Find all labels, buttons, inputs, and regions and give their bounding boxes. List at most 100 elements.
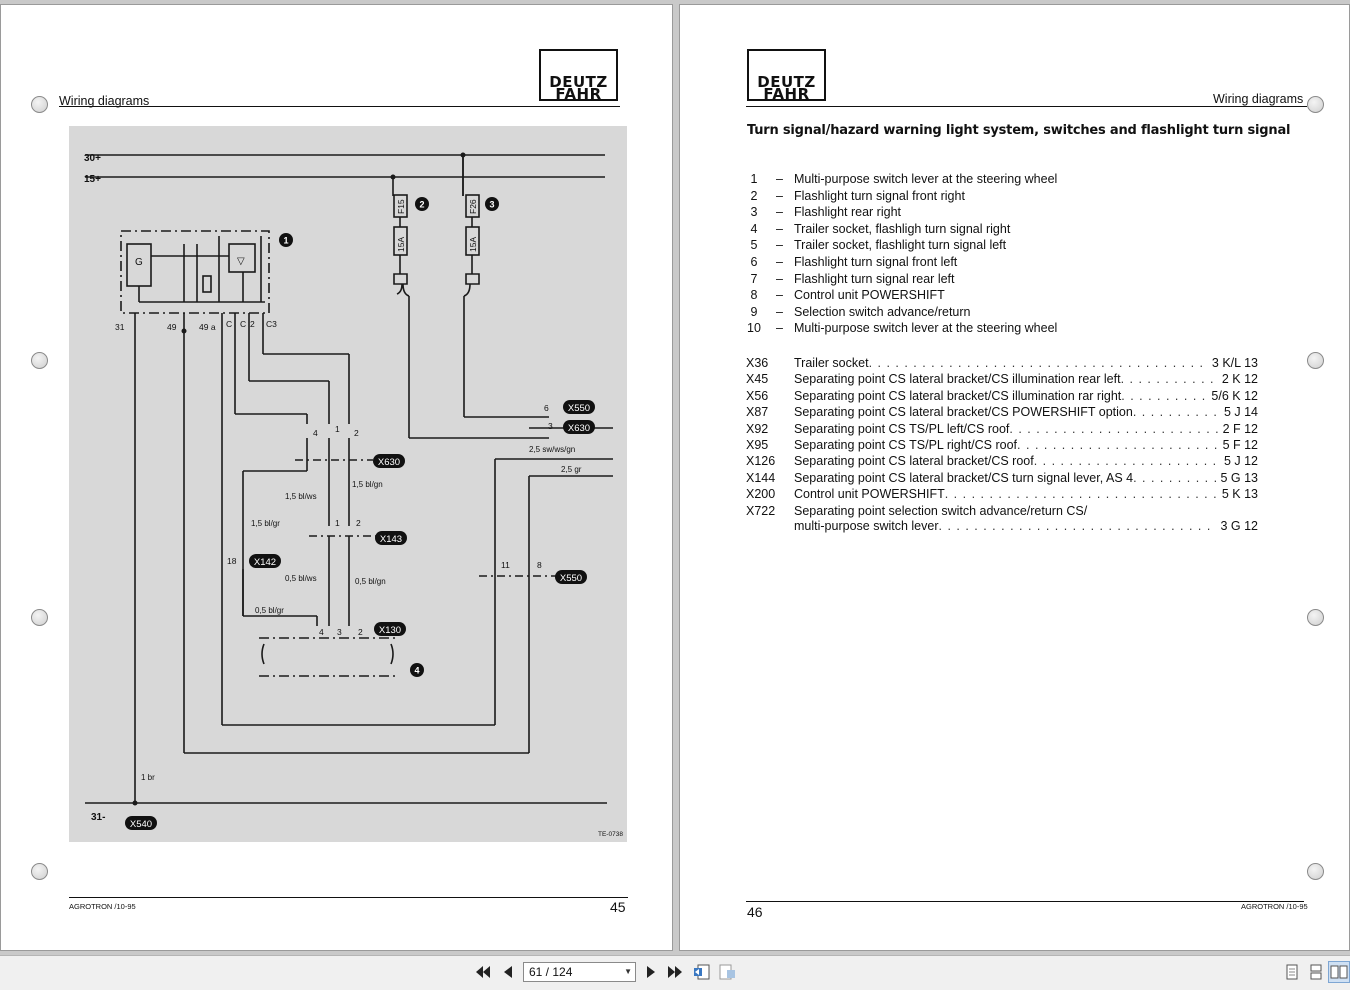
wire-label: 1,5 bl/ws: [285, 492, 317, 501]
section-title: Turn signal/hazard warning light system,…: [747, 123, 1291, 138]
prev-page-icon[interactable]: [497, 961, 519, 983]
connector-reference: 2 F 12: [1222, 421, 1258, 436]
pin-label: 4: [313, 428, 318, 438]
connector-reference: 3 G 12: [1220, 518, 1258, 533]
legend-item: 2–Flashlight turn signal front right: [744, 189, 1264, 205]
legend-number: 2: [750, 188, 758, 203]
connector-badge-label: X130: [379, 625, 401, 636]
rail-label-15: 15+: [84, 174, 101, 185]
punch-hole-icon: [1307, 609, 1324, 626]
legend-item: 1–Multi-purpose switch lever at the stee…: [744, 172, 1264, 188]
connector-badge-label: X630: [378, 457, 400, 468]
legend-dash: –: [776, 304, 783, 319]
connector-badge-label: X550: [560, 573, 582, 584]
diode-mark: ▽: [237, 256, 245, 267]
rail-label-31: 31-: [91, 812, 105, 823]
page-header: Wiring diagrams: [1213, 92, 1304, 106]
connector-code: X56: [746, 388, 769, 403]
wire-label: 0,5 bl/ws: [285, 574, 317, 583]
legend-item: 10–Multi-purpose switch lever at the ste…: [744, 321, 1264, 337]
connector-badge-label: X550: [568, 403, 590, 414]
deutz-fahr-logo: DEUTZ FAHR: [539, 49, 618, 102]
callout-marker: [415, 197, 429, 211]
relay-terminal-label: C3: [266, 319, 277, 329]
connector-description: Control unit POWERSHIFT: [794, 487, 945, 502]
dot-leader: . . . . . . . . . . . . . . . . . . . . …: [1033, 454, 1220, 469]
wire-label: 2,5 gr: [561, 465, 582, 474]
dot-leader: . . . . . . . . . . . . . . . . . . . . …: [1132, 405, 1220, 420]
legend-text: Flashlight turn signal front left: [794, 255, 958, 269]
header-rule: [59, 106, 620, 107]
right-page: DEUTZ FAHR Wiring diagrams Turn signal/h…: [679, 4, 1350, 951]
pin-label: 2: [354, 428, 359, 438]
continuous-icon[interactable]: [1305, 961, 1327, 983]
wire-label: 0,5 bl/gr: [255, 606, 284, 615]
connector-description: multi-purpose switch lever: [794, 518, 939, 533]
dot-leader: . . . . . . . . . . . . . . . . . . . . …: [1017, 438, 1219, 452]
next-page-icon[interactable]: [640, 961, 662, 983]
connector-badge-label: X540: [130, 819, 152, 830]
dot-leader: . . . . . . . . . . . . . . . . . . . . …: [944, 487, 1218, 502]
connector-row-continued: multi-purpose switch lever . . . . . . .…: [746, 519, 1258, 535]
legend-number: 5: [750, 238, 758, 253]
punch-hole-icon: [31, 609, 48, 626]
dot-leader: . . . . . . . . . . . . . . . . . . . . …: [938, 518, 1217, 533]
previous-view-icon[interactable]: [691, 961, 713, 983]
page-number-field[interactable]: 61 / 124 ▼: [523, 962, 636, 982]
connector-badge: [249, 554, 281, 568]
legend-text: Selection switch advance/return: [794, 304, 971, 319]
legend-item: 7–Flashlight turn signal rear left: [744, 272, 1264, 288]
wire-label: 2,5 sw/ws/gn: [529, 445, 575, 454]
connector-badge: [563, 420, 595, 434]
legend-item: 9 –Selection switch advance/return: [744, 305, 1264, 321]
drawing-reference: TE-0738: [598, 831, 623, 838]
connector-badge: [373, 454, 405, 468]
connector-row: X56 Separating point CS lateral bracket/C…: [746, 389, 1258, 405]
viewer-toolbar: 61 / 124 ▼: [0, 955, 1350, 990]
fuse-rating: 15A: [468, 237, 478, 252]
last-page-icon[interactable]: [664, 961, 686, 983]
pin-label: 11: [501, 560, 510, 570]
legend-text: Multi-purpose switch lever at the steeri…: [794, 172, 1058, 186]
connector-description: Separating point CS lateral bracket/CS i…: [794, 372, 1121, 387]
dot-leader: . . . . . . . . . . . . . . . . . . . . …: [1121, 388, 1207, 403]
rail-label-30: 30+: [84, 153, 101, 164]
connector-code: X144: [746, 470, 776, 485]
wire-label: 1,5 bl/gr: [251, 519, 280, 528]
callout-number: 1: [283, 236, 288, 246]
punch-hole-icon: [31, 352, 48, 369]
next-view-icon[interactable]: [716, 961, 738, 983]
connector-badge: [375, 531, 407, 545]
legend-text: Flashlight turn signal rear left: [794, 271, 955, 286]
connector-description: Trailer socket: [794, 356, 869, 370]
wire-label: 1 br: [141, 773, 155, 782]
relay-terminal-label: C: [226, 319, 232, 329]
punch-hole-icon: [1307, 96, 1324, 113]
connector-reference: 5 G 13: [1220, 470, 1258, 485]
legend-number: 3: [750, 205, 758, 220]
legend-dash: –: [776, 255, 783, 269]
wire-label: 0,5 bl/gn: [355, 577, 386, 586]
single-page-icon[interactable]: [1281, 961, 1303, 983]
legend-number: 4: [750, 221, 758, 236]
pin-label: 6: [544, 403, 549, 413]
first-page-icon[interactable]: [472, 961, 494, 983]
fuse-label: F15: [396, 199, 406, 214]
legend-number: 9: [750, 304, 758, 319]
callout-number: 4: [414, 666, 419, 676]
chevron-down-icon[interactable]: ▼: [624, 967, 632, 976]
legend-number: 6: [750, 255, 758, 269]
callout-number: 3: [489, 200, 494, 210]
legend-text: Flashlight turn signal front right: [794, 188, 965, 203]
footer-rule: [69, 897, 628, 898]
connector-badge: [563, 400, 595, 414]
connector-description: Separating point CS lateral bracket/CS i…: [794, 388, 1122, 403]
connector-code: X722: [746, 503, 776, 518]
legend-item: 8–Control unit POWERSHIFT: [744, 288, 1264, 304]
pin-label: 3: [337, 627, 342, 637]
facing-pages-icon[interactable]: [1328, 961, 1350, 983]
